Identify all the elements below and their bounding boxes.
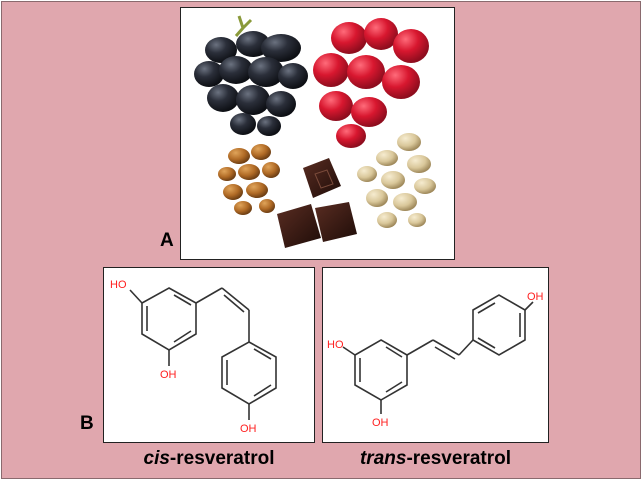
raspberries <box>313 18 429 148</box>
trans-structure-drawing: HO OH OH <box>327 291 544 429</box>
food-sources-photo <box>180 7 455 260</box>
hydroxyl-label-top-right: OH <box>527 291 544 303</box>
hydroxyl-label-middle: OH <box>160 369 177 381</box>
trans-resveratrol-caption: trans-resveratrol <box>322 448 549 470</box>
hydroxyl-label-left: HO <box>327 339 344 351</box>
caption-prefix: trans <box>359 448 407 469</box>
caption-suffix: -resveratrol <box>406 448 512 469</box>
hydroxyl-label-top: HO <box>110 279 127 291</box>
food-illustration <box>194 15 436 248</box>
caption-suffix: -resveratrol <box>169 448 275 469</box>
grapes <box>194 15 308 136</box>
chocolate <box>277 158 357 248</box>
nuts <box>218 144 280 215</box>
trans-resveratrol-structure: HO OH OH <box>322 267 549 443</box>
pistachios <box>357 133 436 228</box>
cis-resveratrol-caption: cis-resveratrol <box>103 448 315 470</box>
cis-resveratrol-structure: HO OH OH <box>103 267 315 443</box>
hydroxyl-label-bottom: OH <box>240 423 257 435</box>
hydroxyl-label-bottom: OH <box>372 417 389 429</box>
caption-prefix: cis <box>143 448 170 469</box>
panel-b-label: B <box>80 413 94 434</box>
cis-structure-drawing: HO OH OH <box>110 279 277 435</box>
panel-a-label: A <box>160 230 174 251</box>
